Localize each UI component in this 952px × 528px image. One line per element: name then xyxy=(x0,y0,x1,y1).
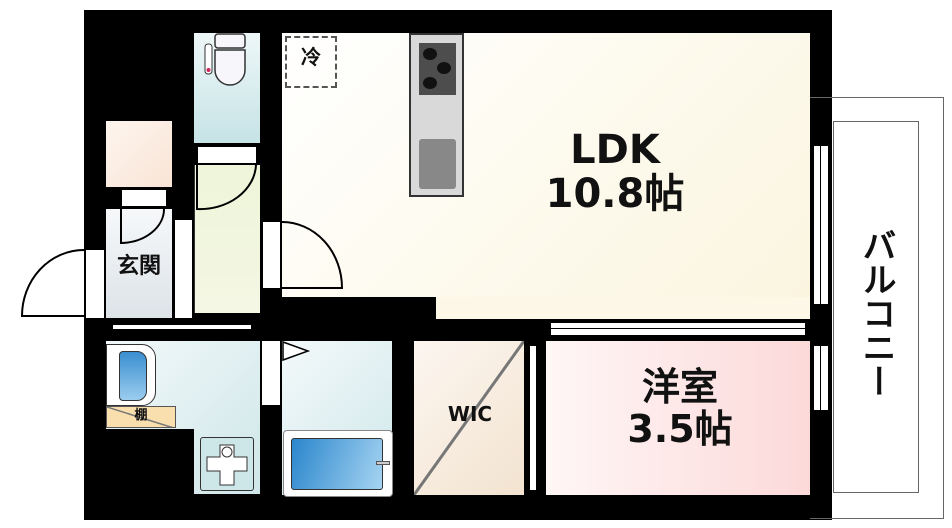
toilet-door-frame xyxy=(198,147,256,163)
washroom-notch xyxy=(106,429,194,495)
ldk-size: 10.8帖 xyxy=(545,171,685,217)
western-sliding-door xyxy=(550,322,807,336)
wic-sliding-door xyxy=(529,345,537,491)
entrance-door-swing-icon xyxy=(20,249,85,317)
washroom-sliding-door xyxy=(112,324,252,330)
balcony-inner xyxy=(833,121,919,493)
ldk-window-over xyxy=(813,145,829,305)
room-ldk xyxy=(282,33,810,297)
ldk-door-swing-icon xyxy=(281,221,344,289)
ldk-label: LDK 10.8帖 xyxy=(530,128,700,216)
bath-door-icon xyxy=(282,341,311,362)
fridge-space xyxy=(285,36,337,88)
entrance-door-frame xyxy=(86,250,104,318)
washing-machine-icon xyxy=(200,437,254,491)
balcony-label: バルコニー xyxy=(856,228,896,398)
ldk-name: LDK xyxy=(570,127,660,173)
western-room-name: 洋室 xyxy=(641,365,718,409)
western-room-size: 3.5帖 xyxy=(627,406,733,451)
corridor-wall-opening xyxy=(175,220,192,318)
stove-icon xyxy=(419,43,456,95)
western-room-label: 洋室 3.5帖 xyxy=(580,365,780,451)
room-ldk-lower xyxy=(436,297,810,319)
shoe-box-door xyxy=(122,190,166,206)
western-window-over xyxy=(813,345,829,411)
toilet-icon xyxy=(204,33,246,86)
toilet-door-swing-icon xyxy=(196,164,257,211)
ldk-door-frame xyxy=(263,222,280,288)
bathtub-icon xyxy=(283,430,393,497)
kitchen-counter xyxy=(409,33,464,197)
wic-diagonal-line xyxy=(414,341,524,495)
fridge-label: 冷 xyxy=(301,45,321,69)
shelf-label: 棚 xyxy=(134,408,148,423)
bath-door-frame xyxy=(262,341,280,405)
shoe-box xyxy=(106,121,172,187)
washbasin-icon xyxy=(106,344,156,406)
room-western xyxy=(546,341,810,495)
shelf xyxy=(106,406,176,428)
room-entrance xyxy=(106,209,172,318)
corridor xyxy=(194,165,260,313)
entrance-label: 玄関 xyxy=(116,254,161,279)
wic-label: WIC xyxy=(447,402,493,426)
sink-icon xyxy=(419,139,456,189)
shoe-box-door-swing-icon xyxy=(120,208,165,245)
